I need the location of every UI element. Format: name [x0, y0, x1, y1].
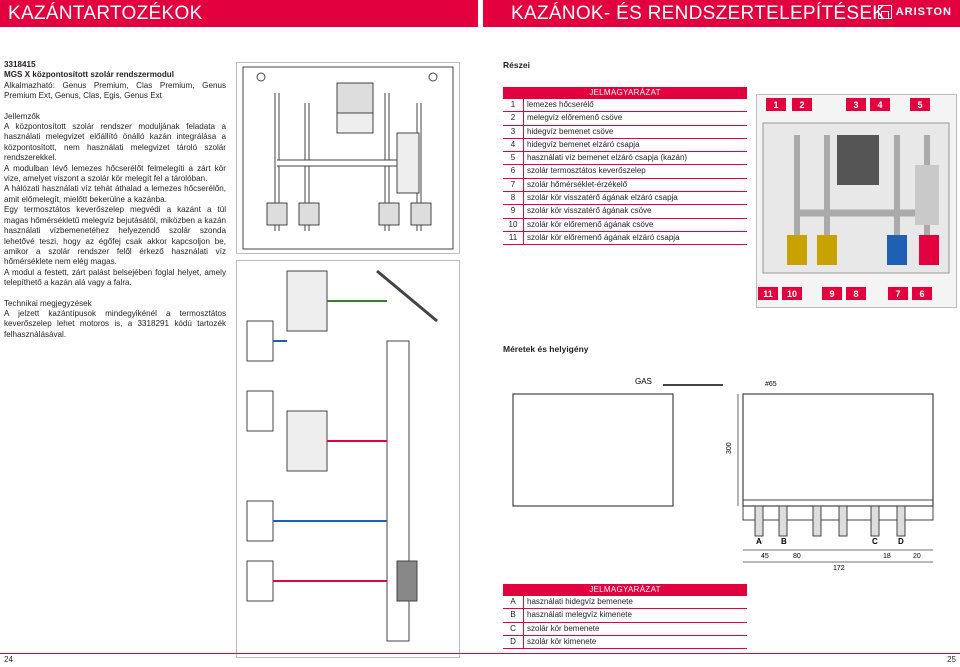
dim-label: 172 [833, 565, 845, 572]
part-badge-11: 11 [758, 287, 778, 300]
part-badge-7: 7 [888, 287, 908, 300]
parts-title: Részei [503, 60, 530, 70]
product-code: 3318415 [4, 60, 36, 69]
part-badge-2: 2 [792, 98, 812, 111]
notes-heading: Technikai megjegyzések [4, 298, 92, 308]
system-drawing-frame [236, 260, 460, 658]
part-badge-6: 6 [912, 287, 932, 300]
section-title-left: KAZÁNTARTOZÉKOK [8, 2, 203, 24]
connection-letter: A [756, 537, 762, 546]
dimension-drawing: GAS #65 300 45 80 172 18 20 A B C D [503, 372, 953, 572]
connections-legend-header: JELMAGYARÁZAT [503, 584, 747, 596]
features-paragraph: A modul a festett, zárt palást belsejébe… [4, 267, 226, 288]
notes-text: A jelzett kazántípusok mindegyikénél a t… [4, 308, 226, 339]
features-paragraph: A hálózati használati víz tehát áthalad … [4, 184, 226, 204]
dim-label-gas: GAS [635, 377, 652, 386]
part-badge-4: 4 [870, 98, 890, 111]
product-applicability: Alkalmazható: Genus Premium, Clas Premiu… [4, 80, 226, 101]
page-number-left: 24 [4, 655, 13, 664]
part-badge-1: 1 [766, 98, 786, 111]
part-badge-10: 10 [782, 287, 802, 300]
connection-letter: C [872, 537, 878, 546]
module-drawing [242, 66, 454, 250]
footer-rule [0, 653, 960, 654]
part-badge-3: 3 [846, 98, 866, 111]
section-title-right: KAZÁNOK- ÉS RENDSZERTELEPÍTÉSEK [511, 2, 886, 24]
product-description: 3318415 MGS X központosított szolár rend… [4, 60, 226, 340]
system-drawing [246, 269, 438, 642]
part-badge-8: 8 [846, 287, 866, 300]
features-paragraph: A modulban lévő lemezes hőcserélőt felme… [4, 163, 226, 184]
features-paragraph: A központosított szolár rendszer moduljá… [4, 122, 226, 163]
features-heading: Jellemzők [4, 111, 40, 121]
part-badge-5: 5 [910, 98, 930, 111]
dim-label: 20 [913, 553, 921, 560]
parts-photo [756, 94, 957, 308]
features-paragraph: Egy termosztátos keverőszelep megvédi a … [4, 205, 226, 267]
ariston-logo-icon [877, 5, 892, 19]
dim-label: 80 [793, 553, 801, 560]
dim-label: 300 [726, 442, 733, 454]
brand-logo: ARISTON [877, 5, 952, 19]
dim-label: 18 [883, 553, 891, 560]
dim-label: 45 [761, 553, 769, 560]
part-badge-9: 9 [822, 287, 842, 300]
page-header-right: KAZÁNOK- ÉS RENDSZERTELEPÍTÉSEK ARISTON [483, 0, 960, 27]
parts-photo-drawing [762, 122, 950, 274]
module-drawing-frame [236, 62, 460, 254]
parts-legend-header: JELMAGYARÁZAT [503, 87, 747, 99]
dim-label: #65 [765, 381, 777, 388]
dimensions-title: Méretek és helyigény [503, 344, 589, 354]
product-name: MGS X központosított szolár rendszermodu… [4, 70, 174, 80]
page-header-left: KAZÁNTARTOZÉKOK [0, 0, 478, 27]
connection-letter: D [898, 537, 904, 546]
connection-letter: B [781, 537, 787, 546]
page-number-right: 25 [947, 655, 956, 664]
